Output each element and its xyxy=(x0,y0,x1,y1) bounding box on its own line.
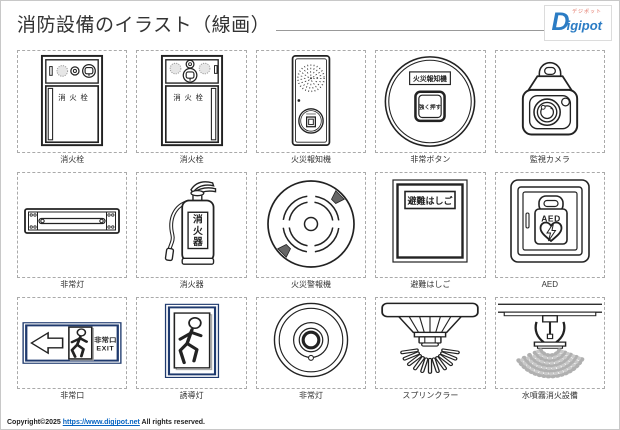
caption-guidance-light: 誘導灯 xyxy=(179,391,204,400)
fluorescent-light-image xyxy=(17,172,128,278)
caption-sprinkler: スプリンクラー xyxy=(402,391,459,400)
logo-kana-text: デジポット xyxy=(571,9,602,15)
caption-emergency-button: 非常ボタン xyxy=(410,155,451,164)
copyright-prefix: Copyright©2025 xyxy=(7,419,63,426)
fire-alarm-detector-icon xyxy=(267,180,355,268)
sprinkler-icon xyxy=(381,302,480,387)
caption-exit-sign: 非常口 xyxy=(60,391,85,400)
cell-emergency-button: 火災報知機 強く押す 非常ボタン xyxy=(375,50,486,165)
logo-text: igipot xyxy=(566,18,602,33)
surveillance-camera-icon xyxy=(521,62,578,136)
cell-guidance-light: 誘導灯 xyxy=(136,297,247,401)
caption-ceiling-light: 非常灯 xyxy=(299,391,324,400)
caption-escape-ladder: 避難はしご xyxy=(410,280,451,289)
caption-water-mist: 水噴霧消火設備 xyxy=(521,391,578,400)
aed-image: AED xyxy=(494,172,606,278)
aed-label: AED xyxy=(541,214,560,224)
title-divider xyxy=(276,30,544,31)
button-press-label: 強く押す xyxy=(419,103,442,111)
fire-alarm-box-image xyxy=(255,50,367,153)
ceiling-light-image xyxy=(255,297,367,389)
emergency-ceiling-light-icon xyxy=(273,302,349,377)
hydrant-door-label-2: 消火栓 xyxy=(173,93,206,102)
fire-hydrant-2-image: 消火栓 xyxy=(136,50,247,153)
grid-row-3: 非常口 EXIT 非常口 xyxy=(17,297,606,401)
escape-ladder-box-icon: 避難はしご xyxy=(392,179,469,263)
emergency-button-image: 火災報知機 強く押す xyxy=(375,50,486,153)
fire-hydrant-1-image: 消火栓 xyxy=(17,50,128,153)
logo-initial: D xyxy=(551,8,570,36)
cell-escape-ladder: 避難はしご 避難はしご xyxy=(375,172,486,290)
water-mist-image xyxy=(494,297,606,389)
copyright-suffix: All rights reserved. xyxy=(139,419,205,426)
fire-hydrant-cabinet-icon: 消火栓 xyxy=(41,54,104,147)
digipot-logo[interactable]: デジポット Digipot xyxy=(543,5,612,41)
ladder-label: 避難はしご xyxy=(408,195,454,206)
cell-fluorescent-light: 非常灯 xyxy=(17,172,128,290)
cell-water-mist: 水噴霧消火設備 xyxy=(494,297,606,401)
guidance-light-icon xyxy=(164,303,219,378)
grid-row-1: 消火栓 消火栓 xyxy=(17,50,606,165)
page-title: 消防設備のイラスト（線画） xyxy=(17,15,271,36)
emergency-fluorescent-light-icon xyxy=(24,208,121,234)
emergency-button-icon: 火災報知機 強く押す xyxy=(385,56,476,147)
exit-sign-jp-label: 非常口 xyxy=(94,336,117,344)
caption-aed: AED xyxy=(541,280,559,289)
cell-exit-sign: 非常口 EXIT 非常口 xyxy=(17,297,128,401)
escape-ladder-image: 避難はしご xyxy=(375,172,486,278)
caption-fire-alarm-box: 火災報知機 xyxy=(291,155,332,164)
grid-row-2: 非常灯 消 xyxy=(17,172,606,290)
cell-fire-hydrant-1: 消火栓 消火栓 xyxy=(17,50,128,165)
fire-alarm-box-icon xyxy=(291,55,331,147)
button-sign-label: 火災報知機 xyxy=(413,74,447,83)
exit-sign-en-label: EXIT xyxy=(97,346,115,352)
cell-aed: AED AED xyxy=(494,172,606,290)
hydrant-door-label: 消火栓 xyxy=(58,93,91,102)
caption-fire-extinguisher: 消火器 xyxy=(179,280,204,289)
exit-sign-icon: 非常口 EXIT xyxy=(22,322,122,364)
surveillance-camera-image xyxy=(494,50,606,153)
fire-hydrant-cabinet-icon-2: 消火栓 xyxy=(160,54,223,147)
exit-sign-image: 非常口 EXIT xyxy=(17,297,128,389)
illustration-grid: 消火栓 消火栓 xyxy=(17,50,606,408)
cell-surveillance-camera: 監視カメラ xyxy=(494,50,606,165)
fire-extinguisher-icon: 消 火 器 xyxy=(164,181,216,265)
caption-surveillance-camera: 監視カメラ xyxy=(529,155,570,164)
water-mist-system-icon xyxy=(497,303,602,379)
caption-fluorescent-light: 非常灯 xyxy=(60,280,85,289)
site-link[interactable]: https://www.digipot.net xyxy=(62,419,140,426)
extinguisher-char-1: 消 xyxy=(193,213,203,226)
aed-cabinet-icon: AED xyxy=(510,179,590,263)
guidance-light-image xyxy=(136,297,247,389)
extinguisher-char-2: 火 xyxy=(193,225,203,237)
page-header: 消防設備のイラスト（線画） デジポット Digipot xyxy=(17,1,619,43)
fire-alarm-detector-image xyxy=(255,172,367,278)
caption-fire-hydrant-2: 消火栓 xyxy=(179,155,204,164)
fire-extinguisher-image: 消 火 器 xyxy=(136,172,247,278)
cell-sprinkler: スプリンクラー xyxy=(375,297,486,401)
extinguisher-char-3: 器 xyxy=(192,236,203,248)
cell-fire-alarm-box: 火災報知機 xyxy=(255,50,367,165)
cell-fire-hydrant-2: 消火栓 消火栓 xyxy=(136,50,247,165)
caption-fire-alarm-detector: 火災警報機 xyxy=(291,280,332,289)
cell-fire-extinguisher: 消 火 器 消火器 xyxy=(136,172,247,290)
sprinkler-image xyxy=(375,297,486,389)
cell-ceiling-light: 非常灯 xyxy=(255,297,367,401)
caption-fire-hydrant-1: 消火栓 xyxy=(60,155,85,164)
copyright-footer: Copyright©2025 https://www.digipot.net A… xyxy=(7,419,205,426)
cell-fire-alarm-detector: 火災警報機 xyxy=(255,172,367,290)
